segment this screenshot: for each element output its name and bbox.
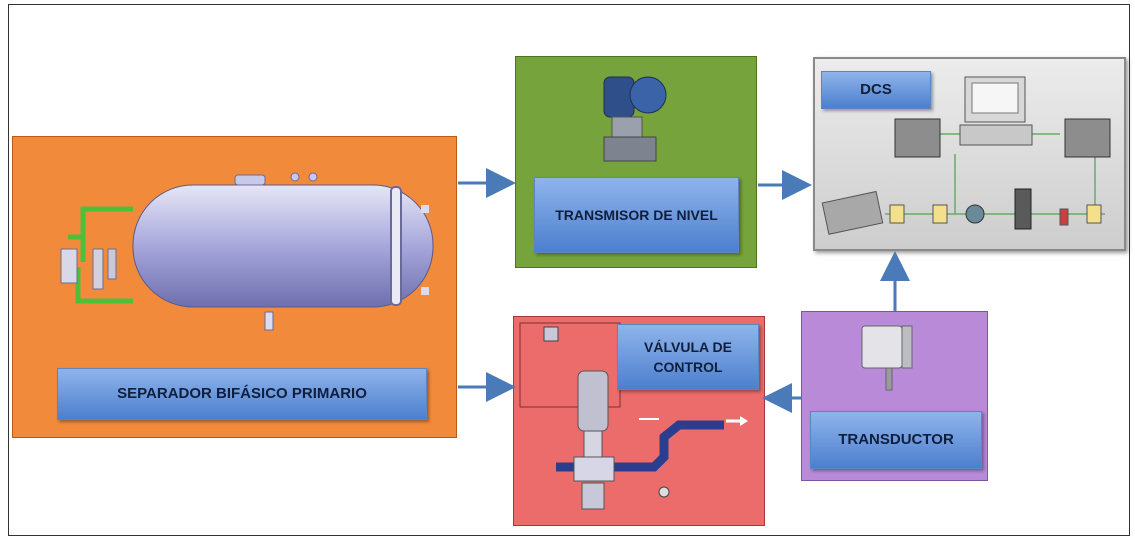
control-valve-label: VÁLVULA DE CONTROL (617, 324, 759, 390)
level-transmitter-label: TRANSMISOR DE NIVEL (534, 177, 739, 253)
dcs-network-illustration (821, 76, 1111, 235)
transducer-device-icon (861, 325, 913, 391)
control-valve-block: VÁLVULA DE CONTROL (513, 316, 765, 526)
dcs-block: DCS (813, 57, 1126, 251)
dcs-label: DCS (821, 71, 931, 109)
biphasic-separator-illustration (60, 172, 434, 331)
separator-label: SEPARADOR BIFÁSICO PRIMARIO (57, 368, 427, 420)
separator-block: SEPARADOR BIFÁSICO PRIMARIO (12, 136, 457, 438)
control-valve-illustration (519, 322, 748, 510)
transmitter-device-icon (603, 76, 667, 162)
transducer-label: TRANSDUCTOR (810, 411, 982, 469)
transducer-block: TRANSDUCTOR (801, 311, 988, 481)
level-transmitter-block: TRANSMISOR DE NIVEL (515, 56, 757, 268)
